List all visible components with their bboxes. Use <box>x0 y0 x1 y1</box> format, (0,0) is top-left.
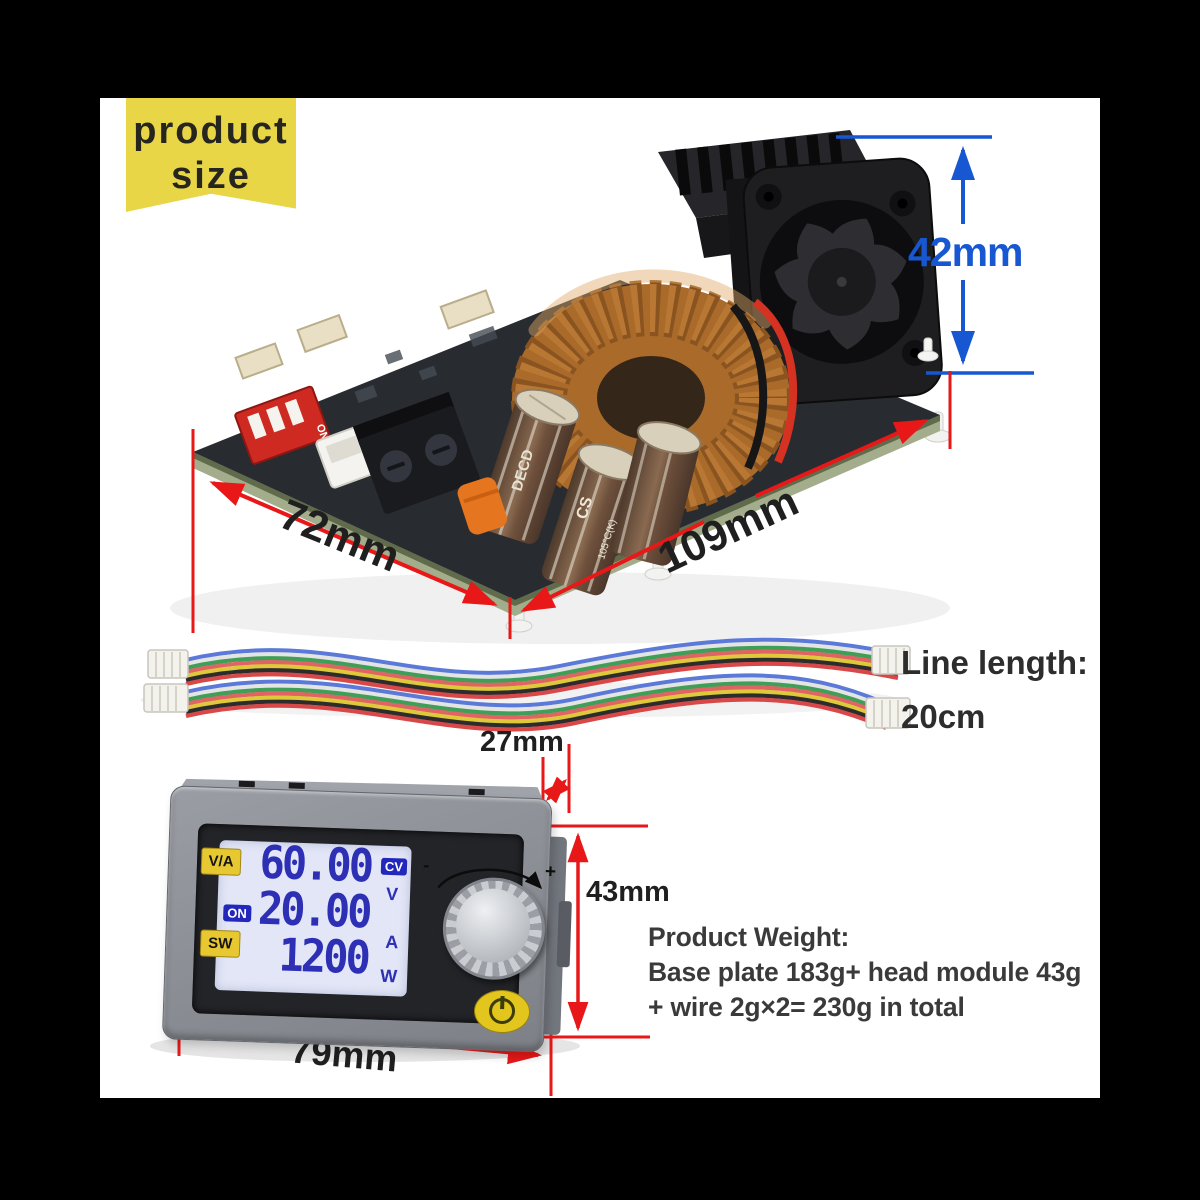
lcd-screen: 60.00 CV V ON 20.00 A 1200 W <box>214 836 412 997</box>
module-bezel: 60.00 CV V ON 20.00 A 1200 W - + <box>191 823 556 1034</box>
va-button[interactable]: V/A <box>200 847 242 876</box>
product-size-ribbon: product size <box>126 98 296 212</box>
lcd-voltage-unit: V <box>385 883 399 905</box>
knob-minus-sign: - <box>422 855 430 877</box>
dimension-label-27mm: 27mm <box>480 726 564 758</box>
product-weight-block: Product Weight: Base plate 183g+ head mo… <box>648 920 1118 1025</box>
display-module: 60.00 CV V ON 20.00 A 1200 W - + <box>161 785 572 1063</box>
line-length-value: 20cm <box>901 698 986 735</box>
sw-button[interactable]: SW <box>199 929 241 958</box>
knob-plus-sign: + <box>544 861 557 883</box>
cv-badge: CV <box>380 857 408 876</box>
lcd-current-unit: A <box>385 931 399 953</box>
line-length-label: Line length: <box>901 644 1088 681</box>
ribbon-line2: size <box>171 155 251 197</box>
module-side-tab <box>556 900 572 968</box>
knob-cap <box>454 887 532 964</box>
power-button[interactable] <box>473 989 531 1034</box>
knob-rotation-arc <box>437 868 543 890</box>
dimension-label-42mm: 42mm <box>908 229 1024 275</box>
module-front-frame: 60.00 CV V ON 20.00 A 1200 W - + <box>161 785 556 1053</box>
dimension-label-43mm: 43mm <box>586 876 670 908</box>
weight-title: Product Weight: <box>648 922 850 952</box>
on-badge: ON <box>222 904 252 923</box>
weight-line2: + wire 2g×2= 230g in total <box>648 992 965 1022</box>
weight-line1: Base plate 183g+ head module 43g <box>648 957 1082 987</box>
ribbon-line1: product <box>133 110 289 152</box>
lcd-power-value: 1200 <box>277 928 369 985</box>
lcd-power-unit: W <box>379 965 398 987</box>
